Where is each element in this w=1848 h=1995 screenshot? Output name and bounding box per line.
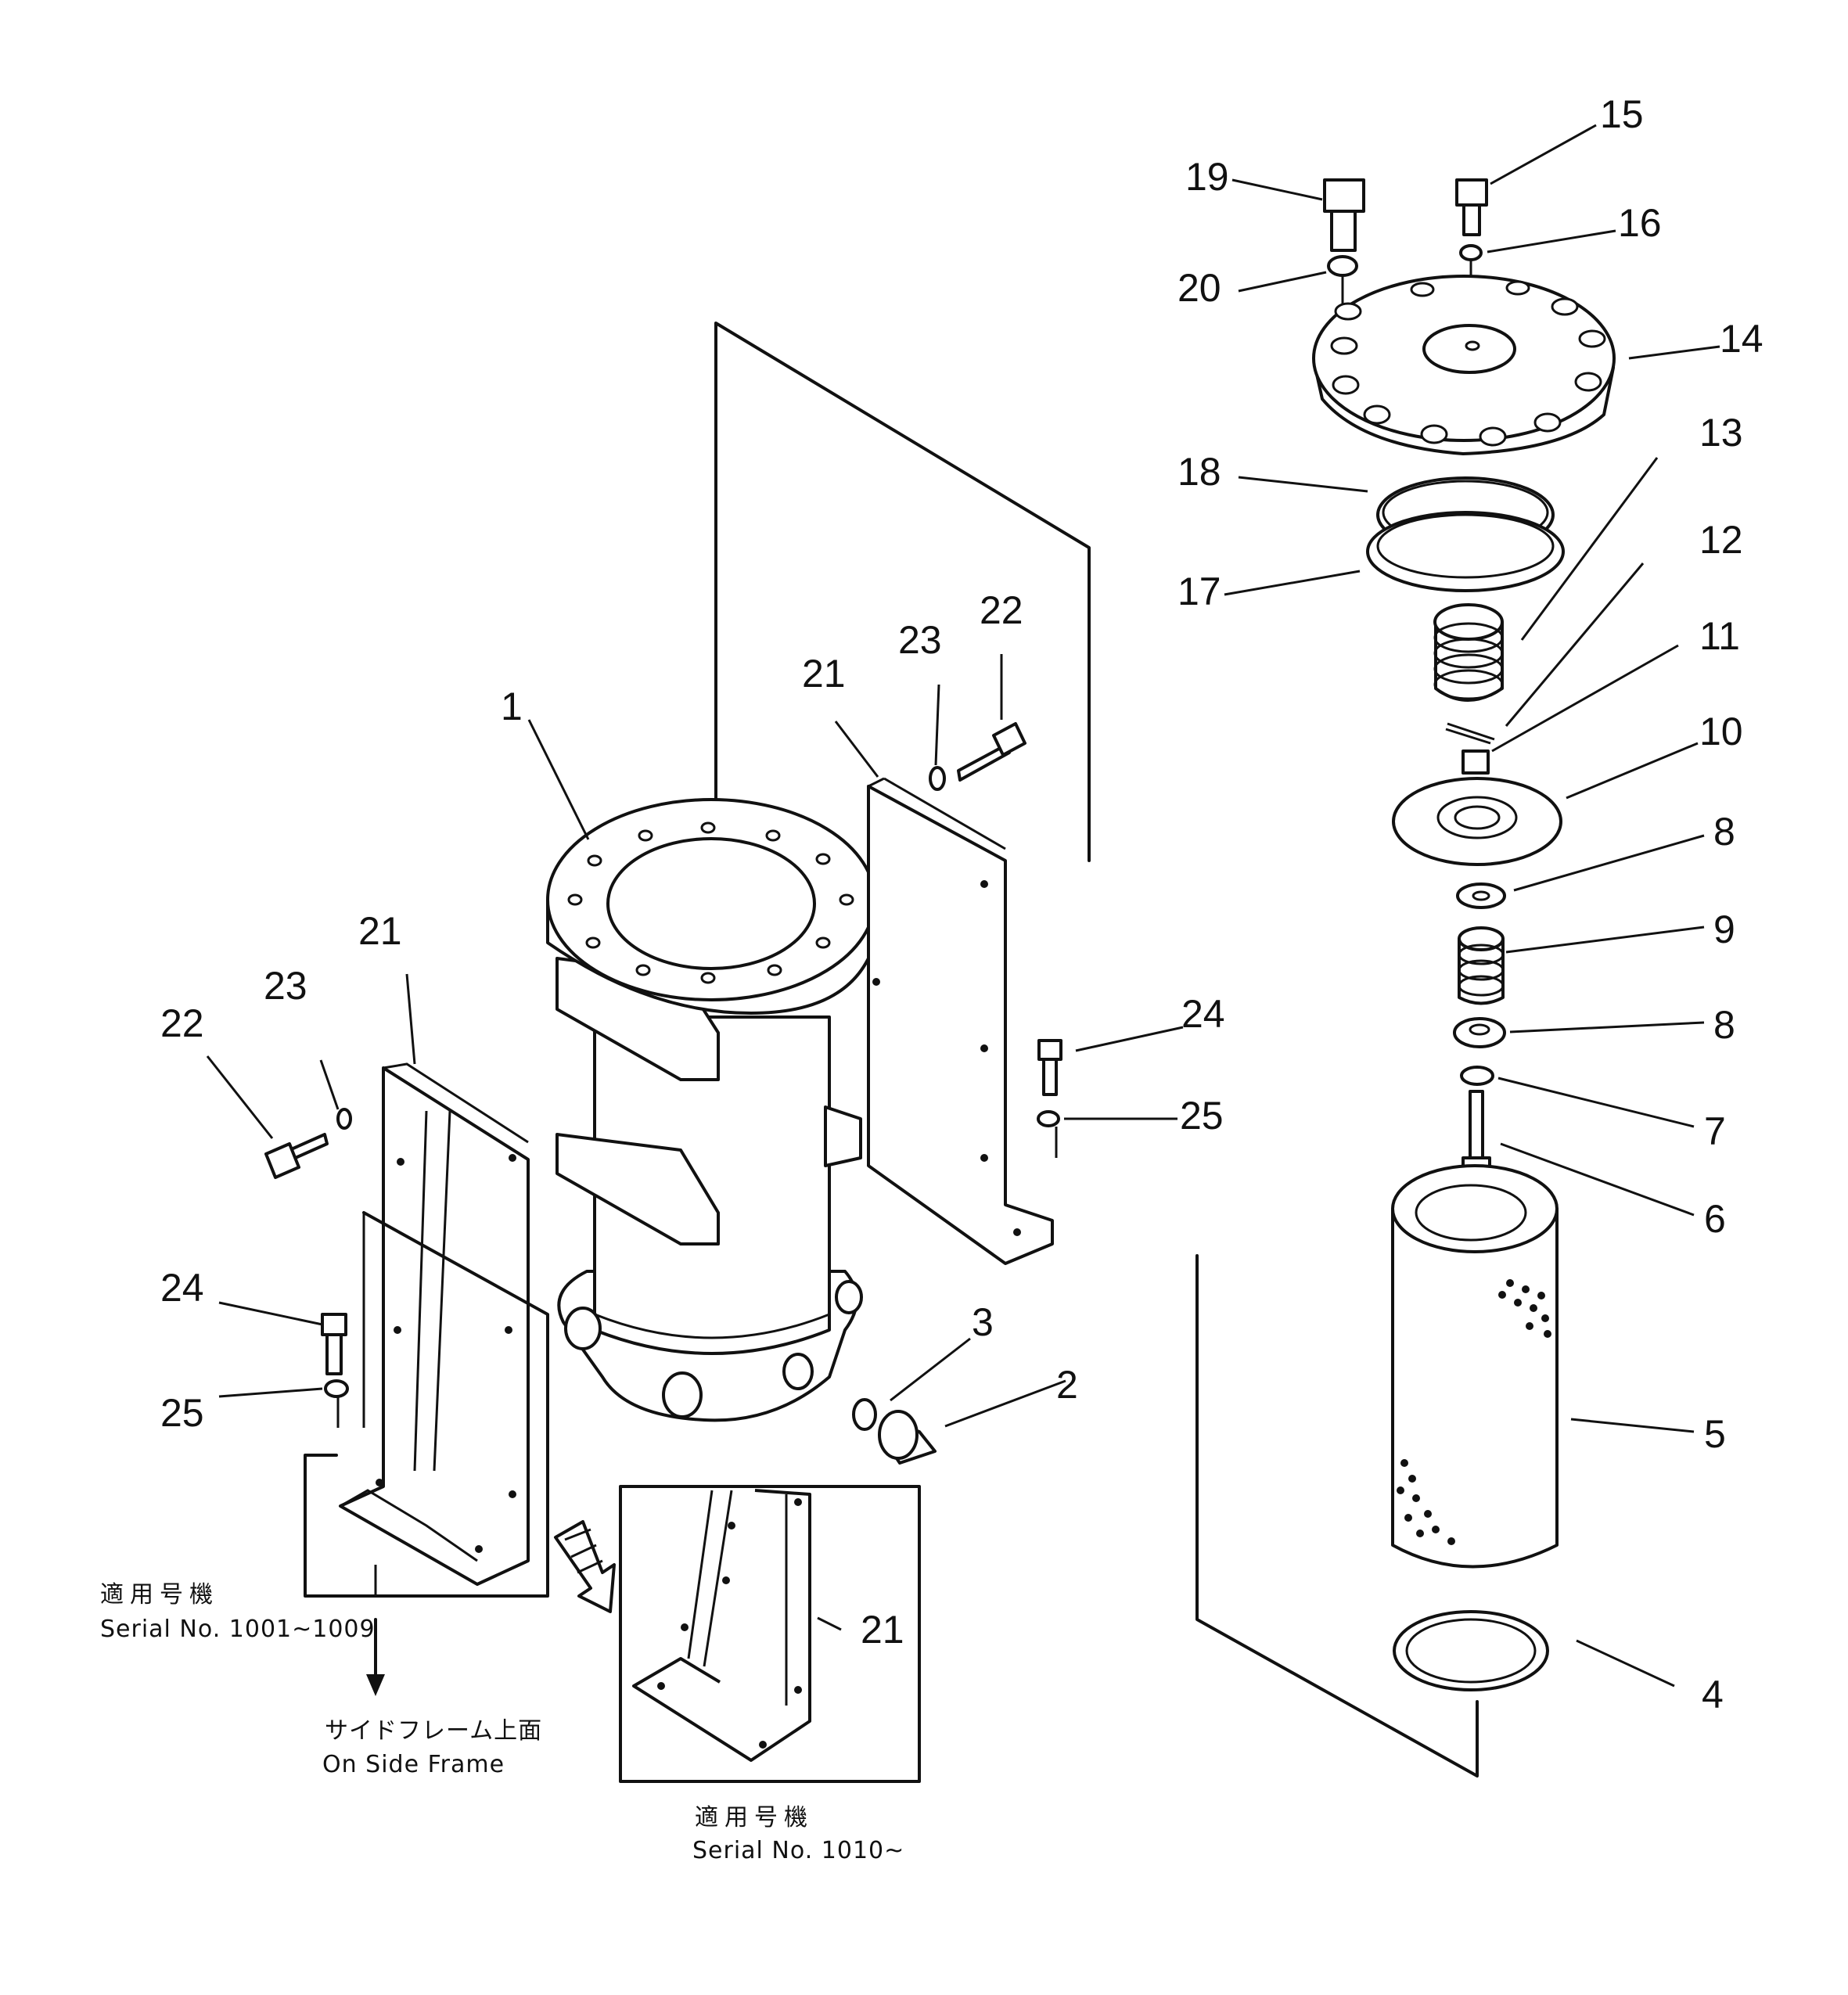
bolt-15 <box>1455 178 1488 236</box>
bolt-19 <box>1323 178 1365 252</box>
mount-location-label: On Side Frame <box>322 1751 505 1778</box>
callout-2: 2 <box>1056 1363 1078 1407</box>
callout-22-left: 22 <box>160 1001 204 1045</box>
pin-12 <box>1445 722 1495 745</box>
bolt-22-right <box>957 722 1026 782</box>
bracket-plate-right <box>867 777 1054 1265</box>
callout-15: 15 <box>1600 92 1644 136</box>
callout-16: 16 <box>1618 201 1662 245</box>
plug-2 <box>878 1410 937 1465</box>
callout-22-right: 22 <box>980 588 1023 632</box>
hardware-bolts <box>264 722 1062 1465</box>
callout-17: 17 <box>1177 570 1221 613</box>
serial-notes: 適用号機 Serial No. 1001~1009 サイドフレーム上面 On S… <box>100 1581 904 1864</box>
washer-25-right <box>1037 1110 1060 1127</box>
callout-25-right: 25 <box>1180 1094 1224 1138</box>
washer-23-left <box>336 1108 352 1130</box>
callout-11: 11 <box>1699 614 1740 658</box>
washer-7 <box>1460 1066 1494 1086</box>
callout-14: 14 <box>1720 317 1764 361</box>
spring-13 <box>1433 603 1504 702</box>
nut-11 <box>1462 749 1490 775</box>
inset-bracket-late <box>554 1485 921 1783</box>
callout-13: 13 <box>1699 411 1743 455</box>
callout-21-right: 21 <box>802 652 846 696</box>
washer-25-left <box>324 1379 349 1398</box>
callout-4: 4 <box>1702 1673 1724 1716</box>
callout-6: 6 <box>1704 1197 1726 1241</box>
washer-23-right <box>929 766 946 791</box>
gasket-17 <box>1366 511 1565 592</box>
assembly-frame-lines <box>714 322 1479 1778</box>
perforation-dots <box>1397 1279 1551 1545</box>
callout-24-right: 24 <box>1181 992 1225 1036</box>
callout-numbers: 1 2 3 4 5 6 7 8 8 9 10 11 12 13 14 15 16… <box>160 92 1764 1716</box>
early-serial-jp-label: 適用号機 <box>100 1581 219 1609</box>
mount-location-jp-label: サイドフレーム上面 <box>325 1717 542 1745</box>
callout-20: 20 <box>1177 266 1221 310</box>
o-ring-4 <box>1393 1610 1549 1691</box>
callout-7: 7 <box>1704 1109 1726 1153</box>
valve-disc-10 <box>1392 777 1562 866</box>
callout-8-top: 8 <box>1713 810 1735 854</box>
callout-9: 9 <box>1713 908 1735 951</box>
bracket-left-early <box>304 1062 549 1598</box>
washer-16 <box>1459 244 1483 261</box>
late-serial-jp-label: 適用号機 <box>695 1804 814 1831</box>
callout-23-left: 23 <box>264 964 307 1008</box>
callout-3: 3 <box>972 1300 994 1344</box>
callout-5: 5 <box>1704 1412 1726 1456</box>
callout-25-left: 25 <box>160 1391 204 1435</box>
bolt-22-left <box>264 1133 329 1179</box>
callout-10: 10 <box>1699 710 1743 753</box>
cover-assembly <box>1312 178 1616 592</box>
spring-9 <box>1458 926 1505 1005</box>
o-ring-3 <box>852 1398 877 1431</box>
callout-24-left: 24 <box>160 1266 204 1310</box>
early-serial-label: Serial No. 1001~1009 <box>100 1616 376 1643</box>
callout-18: 18 <box>1177 450 1221 494</box>
relief-valve-parts <box>1392 603 1562 1178</box>
filter-element <box>1391 1164 1559 1569</box>
callout-1: 1 <box>501 685 523 728</box>
cover-bolt-holes <box>1330 280 1606 447</box>
bolt-24-right <box>1037 1039 1062 1096</box>
bolt-24-left <box>321 1313 347 1375</box>
leader-lines <box>206 124 1720 1696</box>
callout-21-left: 21 <box>358 909 402 953</box>
callout-23-right: 23 <box>898 618 942 662</box>
late-serial-label: Serial No. 1010~ <box>692 1837 904 1864</box>
flange-bolt-holes <box>567 821 854 984</box>
stud-6 <box>1462 1090 1491 1178</box>
filter-case <box>546 798 876 1422</box>
callout-8-bottom: 8 <box>1713 1003 1735 1047</box>
callout-19: 19 <box>1185 155 1229 199</box>
callout-12: 12 <box>1699 518 1743 562</box>
callout-21-inset: 21 <box>861 1608 904 1652</box>
washer-20 <box>1327 255 1358 277</box>
